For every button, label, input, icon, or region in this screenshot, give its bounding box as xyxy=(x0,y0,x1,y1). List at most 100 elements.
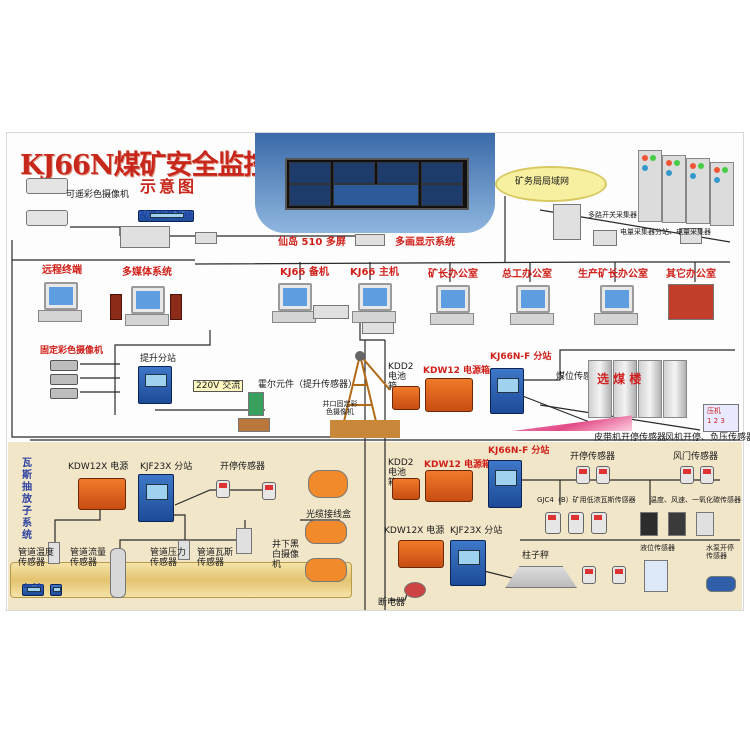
chief-office-label: 总工办公室 xyxy=(502,269,552,280)
temp-wind-co-label: 温度、风速、一氧化碳传感器 xyxy=(650,496,741,504)
kj66nf-surface-label: KJ66N-F 分站 xyxy=(490,352,552,362)
ac-220-label: 220V 交流 xyxy=(193,380,244,392)
production-office-pc-icon xyxy=(594,285,638,325)
remote-camera-icon xyxy=(26,210,68,226)
other-office-label: 其它办公室 xyxy=(666,269,716,280)
shaft-camera-label: 井口固定彩色摄像机 xyxy=(322,400,358,416)
gas-sensor-icon xyxy=(545,512,561,534)
coal-level-label: 煤位传感器 xyxy=(556,372,602,382)
cable-box-icon xyxy=(308,470,348,498)
multimedia-label: 多媒体系统 xyxy=(122,267,172,278)
cutoff-icon xyxy=(404,582,426,598)
cabinet-icon xyxy=(662,155,686,223)
hall-element-label: 霍尔元件（提升传感器） xyxy=(258,380,358,390)
printer-icon xyxy=(313,305,349,319)
pump-icon xyxy=(706,576,736,592)
fixed-camera-icon xyxy=(50,374,78,385)
kdw12x-underground-label: KDW12X 电源 xyxy=(384,526,445,536)
power-collector-icon xyxy=(593,230,617,246)
video-wall-label: 仙岛 510 多屏 xyxy=(278,237,346,248)
display-board-digits: 1 2 3 xyxy=(707,417,725,425)
lift-station-icon xyxy=(138,366,172,404)
bw-camera-icon xyxy=(305,558,347,582)
kj66-host-label: KJ66 主机 xyxy=(350,267,399,278)
remote-terminal-label: 远程终端 xyxy=(42,265,82,276)
kjf23x-underground-icon xyxy=(450,540,486,586)
gas-sensor-icon xyxy=(568,512,584,534)
kdw12x-underground-icon xyxy=(398,540,444,568)
flow-sensor-icon xyxy=(110,548,126,598)
fixed-camera-icon xyxy=(50,360,78,371)
kj66-host-icon xyxy=(352,283,396,323)
diagram-subtitle: 示意图 xyxy=(140,177,198,196)
other-office-desk-icon xyxy=(668,284,714,320)
video-server-label: 视频服务系统 xyxy=(138,210,195,222)
production-office-label: 生产矿长办公室 xyxy=(578,269,648,280)
kdw12x-gas-icon xyxy=(78,478,126,510)
display-board-title: 压机 xyxy=(707,407,721,415)
cabinet-icon xyxy=(686,158,710,224)
gas-pipe xyxy=(10,562,352,598)
lift-motor-icon xyxy=(238,418,270,432)
fixed-camera-icon xyxy=(50,388,78,399)
pressure-sensor-icon xyxy=(178,540,190,560)
gjc4-label: GJC4（B）矿用低浓瓦斯传感器 xyxy=(537,496,636,504)
encoder-icon xyxy=(195,232,217,244)
switch-sensor-icon xyxy=(216,480,230,498)
gas-flow-arrow-icon: → xyxy=(50,583,63,597)
lift-station-label: 提升分站 xyxy=(140,354,177,364)
kdd2-battery-icon xyxy=(392,386,420,410)
gas-flow-label: 气流 xyxy=(22,584,44,596)
kdw12-surface-label: KDW12 电源箱 xyxy=(423,366,491,376)
network-cloud-icon xyxy=(495,166,607,202)
switch-sensor-underground-label: 开停传感器 xyxy=(570,452,616,462)
kj66nf-underground-label: KJ66N-F 分站 xyxy=(488,446,550,456)
temperature-sensor-icon xyxy=(640,512,658,536)
kdw12-underground-label: KDW12 电源箱 xyxy=(424,460,492,470)
kdw12x-gas-label: KDW12X 电源 xyxy=(68,462,129,472)
cable-box-label: 光缆接线盒 xyxy=(306,510,352,520)
sensor-icon xyxy=(582,566,596,584)
gas-sensor-icon xyxy=(591,512,607,534)
pipe-gas-label: 管道瓦斯传感器 xyxy=(197,548,234,568)
multimedia-pc-icon xyxy=(125,286,169,326)
pipe-flow-label: 管道流量传感器 xyxy=(70,548,107,568)
cable-box-icon xyxy=(305,520,347,544)
coal-building-label: 选 煤 楼 xyxy=(597,372,642,386)
kj66-backup-icon xyxy=(272,283,316,323)
switch-sensor-icon xyxy=(596,466,610,484)
switch-sensor-icon xyxy=(576,466,590,484)
kjf23x-gas-label: KJF23X 分站 xyxy=(140,462,193,472)
kjf23x-gas-icon xyxy=(138,474,174,522)
multi-display-label: 多画显示系统 xyxy=(395,237,455,248)
bw-camera-label: 井下黑白摄像机 xyxy=(272,540,300,570)
level-sensor-label: 液位传感器 xyxy=(640,544,675,552)
display-board-icon xyxy=(703,404,739,432)
kj66nf-station-icon xyxy=(490,368,524,414)
fan-sensor-label: 风机开停、负压传感器 xyxy=(665,433,750,443)
sensor-icon xyxy=(612,566,626,584)
wall-controller xyxy=(355,234,385,246)
cabinet-icon xyxy=(638,150,662,222)
gas-subsystem-label: 瓦斯抽放子系统 xyxy=(22,458,32,541)
headframe-icon xyxy=(330,351,400,439)
gas-sensor-icon xyxy=(236,528,252,554)
cabinet-icon xyxy=(710,162,734,226)
power-collector-icon xyxy=(680,228,702,244)
hall-sensor-icon xyxy=(248,392,264,416)
network-label: 矿务局局域网 xyxy=(515,177,570,187)
column-scale-label: 柱子秤 xyxy=(522,551,550,561)
kjf23x-underground-label: KJF23X 分站 xyxy=(450,526,503,536)
remote-camera-label: 可遥彩色摄像机 xyxy=(66,190,130,200)
video-wall xyxy=(285,158,469,210)
chief-office-pc-icon xyxy=(510,285,554,325)
temp-sensor-icon xyxy=(48,542,60,564)
switch-sensor-icon xyxy=(262,482,276,500)
co-sensor-icon xyxy=(696,512,714,536)
switch-collector-icon xyxy=(553,204,581,240)
switch-collector-label: 多路开关采集器 xyxy=(588,211,637,219)
damper-sensor-icon xyxy=(700,466,714,484)
remote-camera-icon xyxy=(26,178,68,194)
kdw12-power-icon xyxy=(425,470,473,502)
damper-sensor-icon xyxy=(680,466,694,484)
